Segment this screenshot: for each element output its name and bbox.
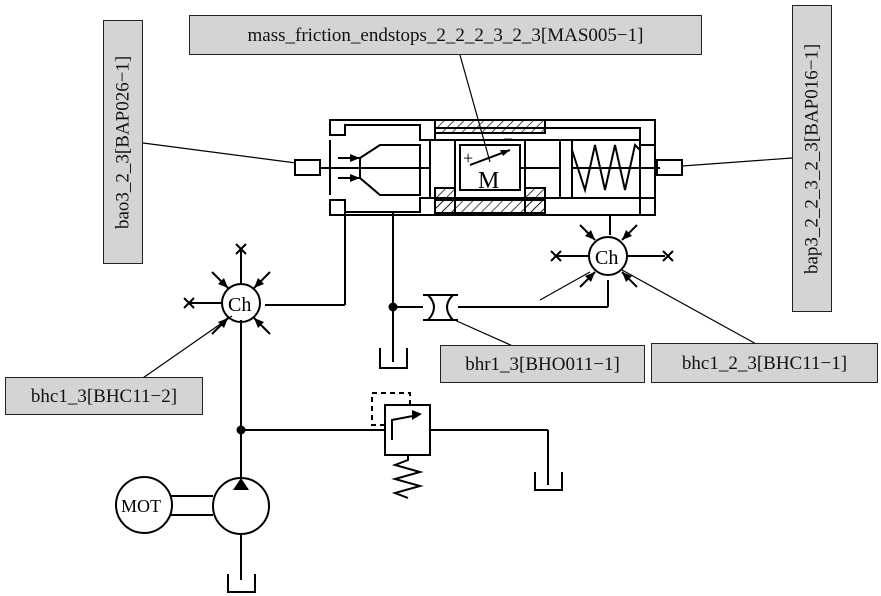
mass-plus-sign: + <box>463 148 473 168</box>
bao-port-label: bao3_2_3[BAP026−1] <box>103 20 143 264</box>
leader-lines <box>139 54 793 381</box>
motor <box>115 476 173 534</box>
orifice-restrictor <box>423 294 458 321</box>
friction-pad-top <box>434 119 546 134</box>
port-right <box>656 159 683 176</box>
check-valve-left <box>183 243 271 335</box>
pump <box>212 477 270 535</box>
check-valve-left-label: Ch <box>228 294 251 316</box>
hydraulic-lines <box>236 200 611 580</box>
check-valve-right-label: Ch <box>595 247 618 269</box>
bap-port-label: bap3_2_2_3_2_3[BAP016−1] <box>792 5 832 312</box>
bhc1-2-check-valve-label: bhc1_2_3[BHC11−1] <box>651 343 878 383</box>
mass-friction-label: mass_friction_endstops_2_2_2_3_2_3[MAS00… <box>189 15 702 55</box>
tank-bottom <box>227 574 256 593</box>
actuator-assembly <box>294 119 683 216</box>
mass-minus-sign: − <box>503 129 513 149</box>
spring-plate <box>559 139 573 199</box>
relief-valve-spring <box>391 455 424 499</box>
motor-coupling <box>171 495 213 516</box>
motor-label: MOT <box>121 496 161 516</box>
check-valve-right <box>550 224 674 288</box>
bhr1-orifice-label: bhr1_3[BHO011−1] <box>440 345 645 383</box>
port-left <box>294 159 321 176</box>
tank-middle <box>379 348 408 369</box>
relief-valve <box>371 392 431 499</box>
piston-head <box>359 144 421 196</box>
mass-letter: M <box>478 168 499 194</box>
tank-right <box>534 472 563 491</box>
bhc1-check-valve-label: bhc1_3[BHC11−2] <box>5 377 203 415</box>
